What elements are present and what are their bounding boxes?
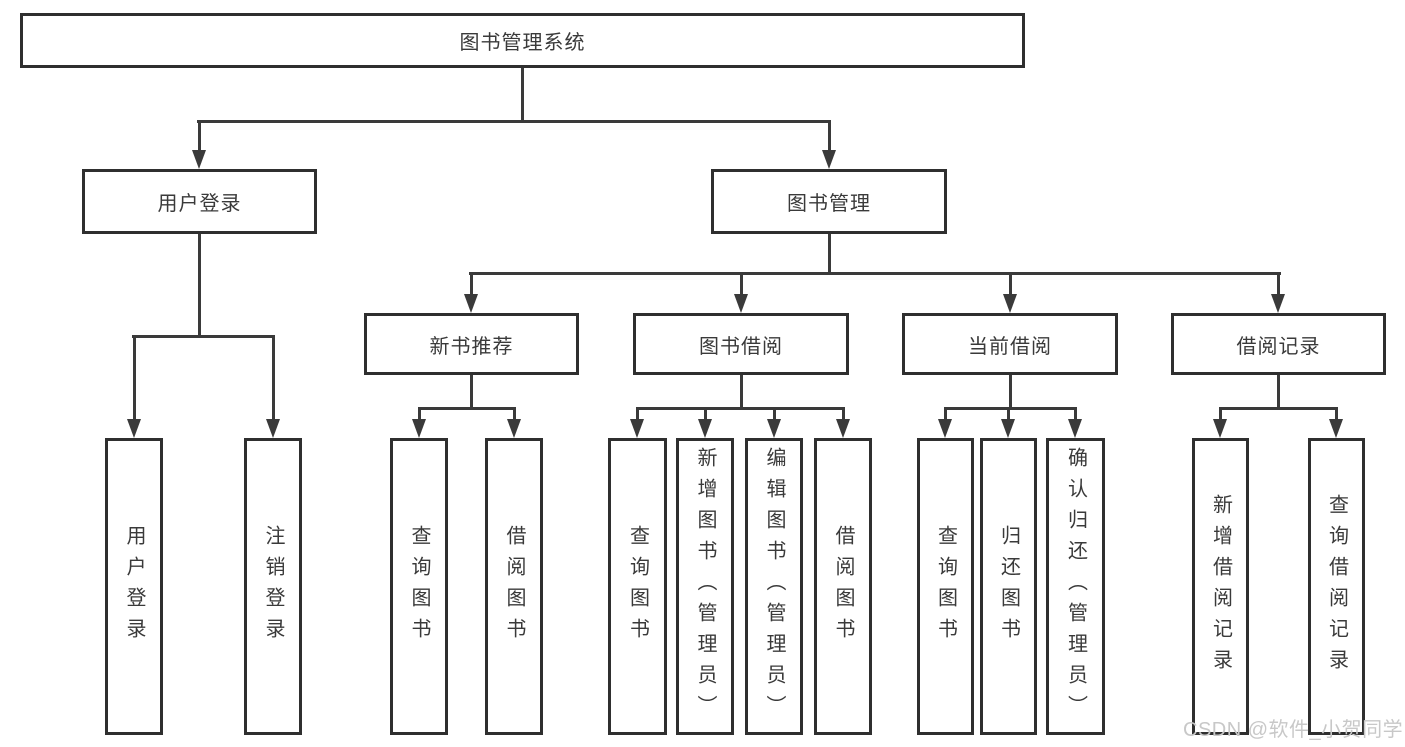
node-label: 查询图书 [626, 524, 649, 649]
node-current-borrowing: 当前借阅 [902, 313, 1118, 375]
node-label: 图书管理 [787, 193, 871, 215]
node-label: 查询借阅记录 [1325, 493, 1348, 680]
connector-line [1007, 407, 1010, 421]
connector-line [521, 68, 524, 120]
connector-line [132, 335, 274, 338]
arrow-down-icon [1001, 419, 1015, 438]
node-label: 借阅图书 [503, 524, 525, 649]
connector-line [704, 407, 707, 421]
node-label: 借阅图书 [832, 524, 854, 649]
arrow-down-icon [1068, 419, 1082, 438]
node-leaf-query-borrow-record: 查询借阅记录 [1308, 438, 1365, 735]
arrow-down-icon [266, 419, 280, 438]
connector-line [944, 407, 1077, 410]
arrow-down-icon [1329, 419, 1343, 438]
arrow-down-icon [836, 419, 850, 438]
connector-line [418, 407, 516, 410]
node-label: 图书借阅 [699, 335, 783, 358]
connector-line [828, 120, 831, 152]
csdn-watermark: CSDN @软件_小贺同学 [1183, 719, 1404, 741]
connector-line [198, 234, 201, 335]
connector-line [740, 375, 743, 407]
connector-line [1009, 272, 1012, 296]
arrow-down-icon [1271, 294, 1285, 313]
node-leaf-edit-books-admin: 编辑图书（管理员） [745, 438, 803, 735]
node-leaf-return-books: 归还图书 [980, 438, 1037, 735]
node-leaf-borrow-books-recommend: 借阅图书 [485, 438, 543, 735]
node-root: 图书管理系统 [20, 13, 1025, 68]
connector-line [636, 407, 845, 410]
node-book-management: 图书管理 [711, 169, 947, 234]
connector-line [1219, 407, 1222, 421]
node-leaf-add-borrow-record: 新增借阅记录 [1192, 438, 1249, 735]
arrow-down-icon [630, 419, 644, 438]
connector-line [828, 234, 831, 272]
node-new-book-recommend: 新书推荐 [364, 313, 579, 375]
arrow-down-icon [192, 150, 206, 169]
node-label: 当前借阅 [968, 335, 1052, 358]
connector-line [1277, 272, 1280, 296]
arrow-down-icon [698, 419, 712, 438]
node-borrowing-records: 借阅记录 [1171, 313, 1386, 375]
arrow-down-icon [507, 419, 521, 438]
connector-line [272, 335, 275, 421]
connector-line [198, 120, 201, 152]
node-label: 新书推荐 [429, 335, 514, 358]
connector-line [1335, 407, 1338, 421]
connector-line [470, 272, 473, 296]
arrow-down-icon [464, 294, 478, 313]
node-label: 编辑图书（管理员） [763, 447, 785, 726]
connector-line [133, 335, 136, 421]
arrow-down-icon [1003, 294, 1017, 313]
node-label: 借阅记录 [1236, 335, 1321, 358]
node-label: 查询图书 [934, 524, 957, 649]
connector-line [944, 407, 947, 421]
node-label: 新增借阅记录 [1209, 493, 1232, 680]
node-leaf-query-books-borrowing: 查询图书 [608, 438, 667, 735]
connector-line [418, 407, 421, 421]
connector-line [197, 120, 831, 123]
node-label: 注销登录 [262, 524, 284, 649]
arrow-down-icon [767, 419, 781, 438]
connector-line [740, 272, 743, 296]
connector-line [513, 407, 516, 421]
node-book-borrowing: 图书借阅 [633, 313, 849, 375]
connector-line [1219, 407, 1338, 410]
connector-line [470, 375, 473, 407]
node-leaf-logout: 注销登录 [244, 438, 302, 735]
arrow-down-icon [412, 419, 426, 438]
node-leaf-confirm-return-admin: 确认归还（管理员） [1046, 438, 1105, 735]
node-user-login: 用户登录 [82, 169, 317, 234]
connector-line [773, 407, 776, 421]
connector-line [636, 407, 639, 421]
node-label: 用户登录 [123, 524, 145, 649]
arrow-down-icon [127, 419, 141, 438]
node-leaf-query-books-current: 查询图书 [917, 438, 974, 735]
node-leaf-user-login: 用户登录 [105, 438, 163, 735]
node-label: 确认归还（管理员） [1064, 447, 1087, 726]
node-label: 查询图书 [408, 524, 430, 649]
arrow-down-icon [734, 294, 748, 313]
node-label: 归还图书 [997, 524, 1020, 649]
connector-line [1277, 375, 1280, 407]
node-leaf-add-books-admin: 新增图书（管理员） [676, 438, 734, 735]
connector-line [1009, 375, 1012, 407]
node-label: 图书管理系统 [459, 32, 586, 54]
connector-line [469, 272, 1281, 275]
node-label: 新增图书（管理员） [694, 447, 716, 726]
arrow-down-icon [822, 150, 836, 169]
node-leaf-query-books-recommend: 查询图书 [390, 438, 448, 735]
arrow-down-icon [938, 419, 952, 438]
node-leaf-borrow-books-borrowing: 借阅图书 [814, 438, 872, 735]
connector-line [842, 407, 845, 421]
connector-line [1074, 407, 1077, 421]
arrow-down-icon [1213, 419, 1227, 438]
node-label: 用户登录 [157, 193, 242, 215]
